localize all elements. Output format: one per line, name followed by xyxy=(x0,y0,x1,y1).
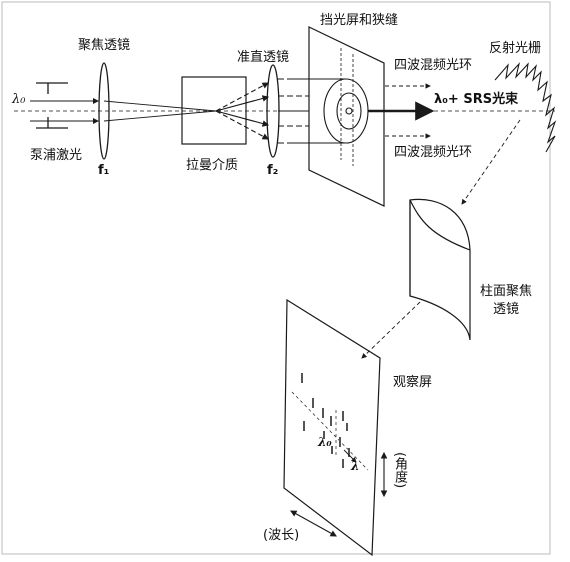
diffracted-beam xyxy=(461,119,521,205)
screen-slit-label: 挡光屏和狭缝 xyxy=(320,13,399,28)
raman-medium xyxy=(181,76,247,145)
spectral-lines xyxy=(301,373,350,468)
collimating-lens-label: 准直透镜 xyxy=(237,50,290,65)
output-beams xyxy=(368,83,435,139)
wavelength-arrow xyxy=(290,510,337,537)
raman-medium-label: 拉曼介质 xyxy=(186,158,239,173)
fwm-ring-top-label: 四波混频光环 xyxy=(394,58,473,73)
focus-cone xyxy=(103,100,217,122)
observation-screen xyxy=(283,298,381,557)
angle-label: (角度) xyxy=(392,452,407,489)
fwm-ring-bottom-label: 四波混频光环 xyxy=(394,145,473,160)
slit-screen xyxy=(308,26,385,207)
observation-screen-label: 观察屏 xyxy=(393,375,433,390)
lambda0-screen-label: λ₀ xyxy=(318,435,332,449)
reflective-grating xyxy=(494,62,557,153)
focused-beam xyxy=(361,301,421,359)
beam-rings xyxy=(288,78,369,144)
frame xyxy=(1,1,551,555)
f2-label: f₂ xyxy=(267,163,279,178)
focusing-lens-label: 聚焦透镜 xyxy=(78,38,131,53)
input-beams xyxy=(14,98,555,124)
lambda-screen-label: λ xyxy=(351,459,360,473)
lambda-direction-arrow xyxy=(343,449,357,463)
diverging-cone xyxy=(215,82,270,140)
focusing-lens-f1 xyxy=(98,62,110,160)
srs-beam-label: λ₀+ SRS光束 xyxy=(434,92,519,107)
wavelength-label: (波长) xyxy=(263,528,300,543)
pump-aperture xyxy=(36,82,68,129)
cylindrical-lens-label: 柱面聚焦 透镜 xyxy=(480,284,533,317)
lambda0-label: λ₀ xyxy=(12,92,26,107)
grating-label: 反射光栅 xyxy=(489,41,542,56)
f1-label: f₁ xyxy=(98,163,110,178)
pump-laser-label: 泵浦激光 xyxy=(30,148,83,163)
slit xyxy=(340,48,354,166)
cylindrical-lens xyxy=(409,198,471,341)
